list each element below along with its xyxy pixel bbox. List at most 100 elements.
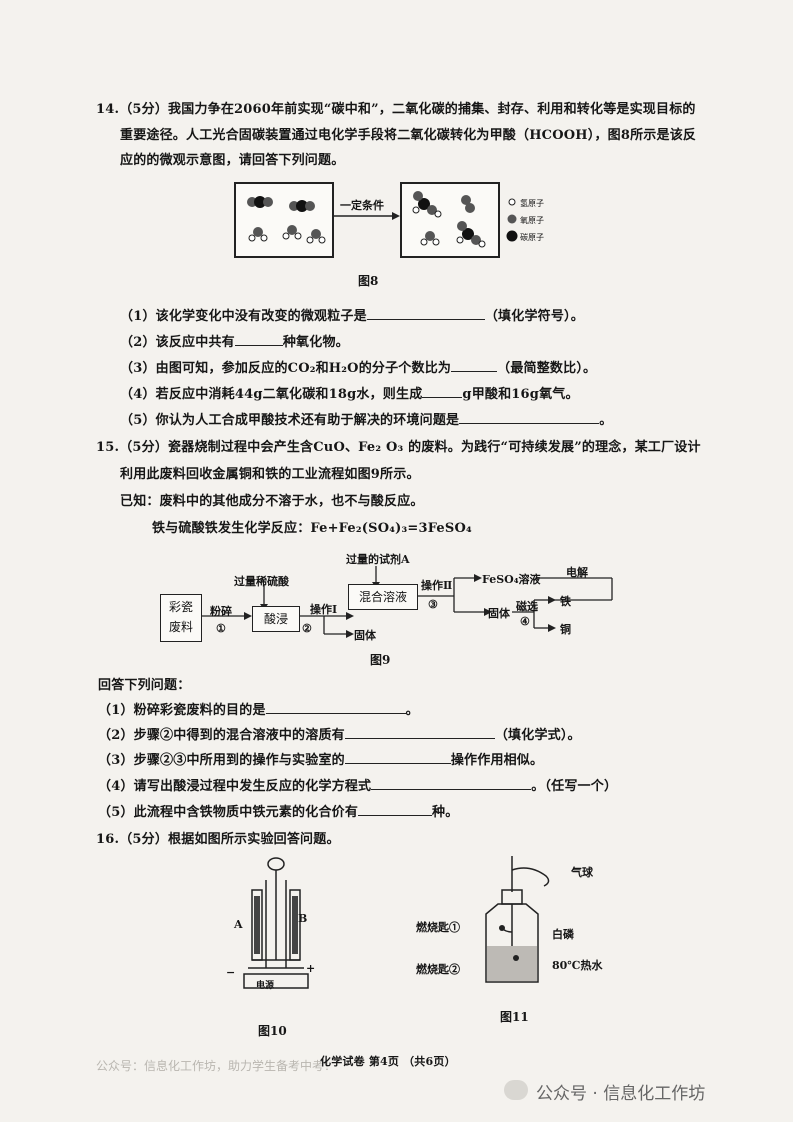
h2o-molecule <box>306 229 326 244</box>
q14-sub3: （3）由图可知，参加反应的CO₂和H₂O的分子个数比为 （最简整数比）。 <box>120 357 596 376</box>
spoon-2-label: 燃烧匙② <box>416 963 460 976</box>
flowchart-arrows <box>194 566 613 638</box>
reactant-molecules <box>247 196 326 244</box>
flow-magnet: 磁选 <box>516 600 538 613</box>
q14-sub5-text: （5）你认为人工合成甲酸技术还有助于解决的环境问题是 <box>120 413 460 428</box>
q14-line-2: 重要途径。人工光合固碳装置通过电化学手段将二氧化碳转化为甲酸（HCOOH），图8… <box>120 128 697 143</box>
q15-line-1: 15.（5分）瓷器烧制过程中会产生含CuO、Fe₂ O₃ 的废料。为践行“可持续… <box>96 440 701 455</box>
flow-box-leach: 酸浸 <box>252 606 300 632</box>
h2o-molecule <box>282 225 302 240</box>
power-source-label: 电源 <box>256 981 275 991</box>
answer-blank[interactable] <box>366 307 485 320</box>
q15-sub1-text: （1）粉碎彩瓷废料的目的是 <box>98 703 266 718</box>
q14-line-3: 应的的微观示意图，请回答下列问题。 <box>120 153 345 168</box>
q15-sub5: （5）此流程中含铁物质中铁元素的化合价有种。 <box>98 801 458 820</box>
flow-step-1: ① <box>216 622 226 635</box>
flow-box-waste: 彩瓷 废料 <box>160 594 202 642</box>
q15-sub4: （4）请写出酸浸过程中发生反应的化学方程式 。（任写一个） <box>98 775 617 794</box>
q15-sub2-tail: （填化学式）。 <box>494 728 581 743</box>
q15-sub1-tail: 。 <box>405 703 419 718</box>
wechat-logo-icon <box>504 1080 528 1100</box>
reaction-condition: 一定条件 <box>340 199 384 212</box>
q14-sub2-text: （2）该反应中共有 <box>120 335 235 350</box>
q15-sub5-tail: 种。 <box>432 805 459 820</box>
answer-blank[interactable] <box>459 411 600 424</box>
q14-sub1-tail: （填化学符号）。 <box>484 309 584 324</box>
q14-sub4: （4）若反应中消耗44g二氧化碳和18g水，则生成 g甲酸和16g氧气。 <box>120 383 579 402</box>
phosphorus-underwater-icon <box>513 955 519 961</box>
q15-known-1: 已知：废料中的其他成分不溶于水，也不与酸反应。 <box>120 494 424 509</box>
q15-sub1: （1）粉碎彩瓷废料的目的是 。 <box>98 699 419 718</box>
q14-sub1-text: （1）该化学变化中没有改变的微观粒子是 <box>120 309 367 324</box>
electrode-b-label: B <box>298 912 308 925</box>
flow-solid-1: 固体 <box>354 629 376 642</box>
hcooh-molecule <box>456 221 486 248</box>
fig10-caption: 图10 <box>258 1024 287 1038</box>
flow-box-mixed: 混合溶液 <box>348 584 418 610</box>
flow-copper: 铜 <box>560 623 571 636</box>
reactants-box <box>234 182 334 258</box>
o2-molecule <box>461 195 475 213</box>
flow-op-1: 操作Ⅰ <box>310 603 338 616</box>
fig11-caption: 图11 <box>500 1010 529 1024</box>
white-phosphorus-icon <box>499 925 505 931</box>
q14-sub4-tail: g甲酸和16g氧气。 <box>462 387 579 402</box>
answer-blank[interactable] <box>358 803 433 816</box>
q14-sub5: （5）你认为人工合成甲酸技术还有助于解决的环境问题是 。 <box>120 409 612 428</box>
q14-sub1: （1）该化学变化中没有改变的微观粒子是 （填化学符号）。 <box>120 305 584 324</box>
q15-sub3-text: （3）步骤②③中所用到的操作与实验室的 <box>98 753 345 768</box>
q15-sub3-tail: 操作作用相似。 <box>450 753 544 768</box>
plus-terminal: + <box>306 962 316 975</box>
q14-sub4-text: （4）若反应中消耗44g二氧化碳和18g水，则生成 <box>120 387 423 402</box>
answer-blank[interactable] <box>344 751 451 764</box>
product-molecules <box>412 191 486 248</box>
answer-blank[interactable] <box>371 777 532 790</box>
flow-acid: 过量稀硫酸 <box>234 575 289 588</box>
q14-sub3-text: （3）由图可知，参加反应的CO₂和H₂O的分子个数比为 <box>120 361 452 376</box>
flow-iron: 铁 <box>560 595 571 608</box>
white-phosphorus-label: 白磷 <box>552 928 574 941</box>
answer-blank[interactable] <box>234 333 283 346</box>
flow-waste-label-2: 废料 <box>168 620 193 634</box>
flow-step-3: ③ <box>428 598 438 611</box>
q16-line-1: 16.（5分）根据如图所示实验回答问题。 <box>96 832 340 847</box>
hot-water-label: 80℃热水 <box>552 959 603 972</box>
electrolysis-apparatus <box>243 857 309 989</box>
q14-sub5-tail: 。 <box>599 413 613 428</box>
co2-molecule <box>289 200 315 212</box>
flow-solid-2: 固体 <box>488 607 510 620</box>
flow-waste-label-1: 彩瓷 <box>168 600 193 614</box>
flow-op-2: 操作Ⅱ <box>421 579 453 592</box>
flow-electrolysis: 电解 <box>566 566 588 579</box>
answer-blank[interactable] <box>422 385 463 398</box>
oxygen-atom-icon <box>507 214 517 224</box>
right-watermark: 公众号 · 信息化工作坊 <box>536 1084 706 1104</box>
spoon-1-label: 燃烧匙① <box>416 921 460 934</box>
answer-blank[interactable] <box>451 359 498 372</box>
q14-sub2-tail: 种氧化物。 <box>282 335 349 350</box>
carbon-atom-icon <box>506 230 518 242</box>
q15-sub4-text: （4）请写出酸浸过程中发生反应的化学方程式 <box>98 779 372 794</box>
fig9-caption: 图9 <box>370 653 391 667</box>
page-info: 化学试卷 第4页 （共6页） <box>320 1055 456 1068</box>
hydrogen-atom-icon <box>508 198 516 206</box>
electrode-a-label: A <box>234 918 243 931</box>
q15-sub3: （3）步骤②③中所用到的操作与实验室的 操作作用相似。 <box>98 749 543 768</box>
q15-line-2: 利用此废料回收金属铜和铁的工业流程如图9所示。 <box>120 467 420 482</box>
answer-blank[interactable] <box>265 701 406 714</box>
flow-step-2: ② <box>302 622 312 635</box>
legend-oxygen: 氧原子 <box>520 216 544 225</box>
flow-reagent-a: 过量的试剂A <box>346 553 410 566</box>
q15-known-2: 铁与硫酸铁发生化学反应：Fe+Fe₂(SO₄)₃=3FeSO₄ <box>152 521 472 536</box>
q15-sub2-text: （2）步骤②中得到的混合溶液中的溶质有 <box>98 728 345 743</box>
q14-sub3-tail: （最简整数比）。 <box>497 361 597 376</box>
products-box <box>400 182 500 258</box>
left-watermark: 公众号：信息化工作坊，助力学生备考中考！ <box>96 1059 337 1073</box>
fig8-caption: 图8 <box>358 274 379 288</box>
flow-crush: 粉碎 <box>210 605 232 618</box>
legend-carbon: 碳原子 <box>520 233 544 242</box>
q15-sub4-tail: 。（任写一个） <box>531 779 618 794</box>
q15-answer-intro: 回答下列问题： <box>98 678 191 693</box>
answer-blank[interactable] <box>344 726 495 739</box>
